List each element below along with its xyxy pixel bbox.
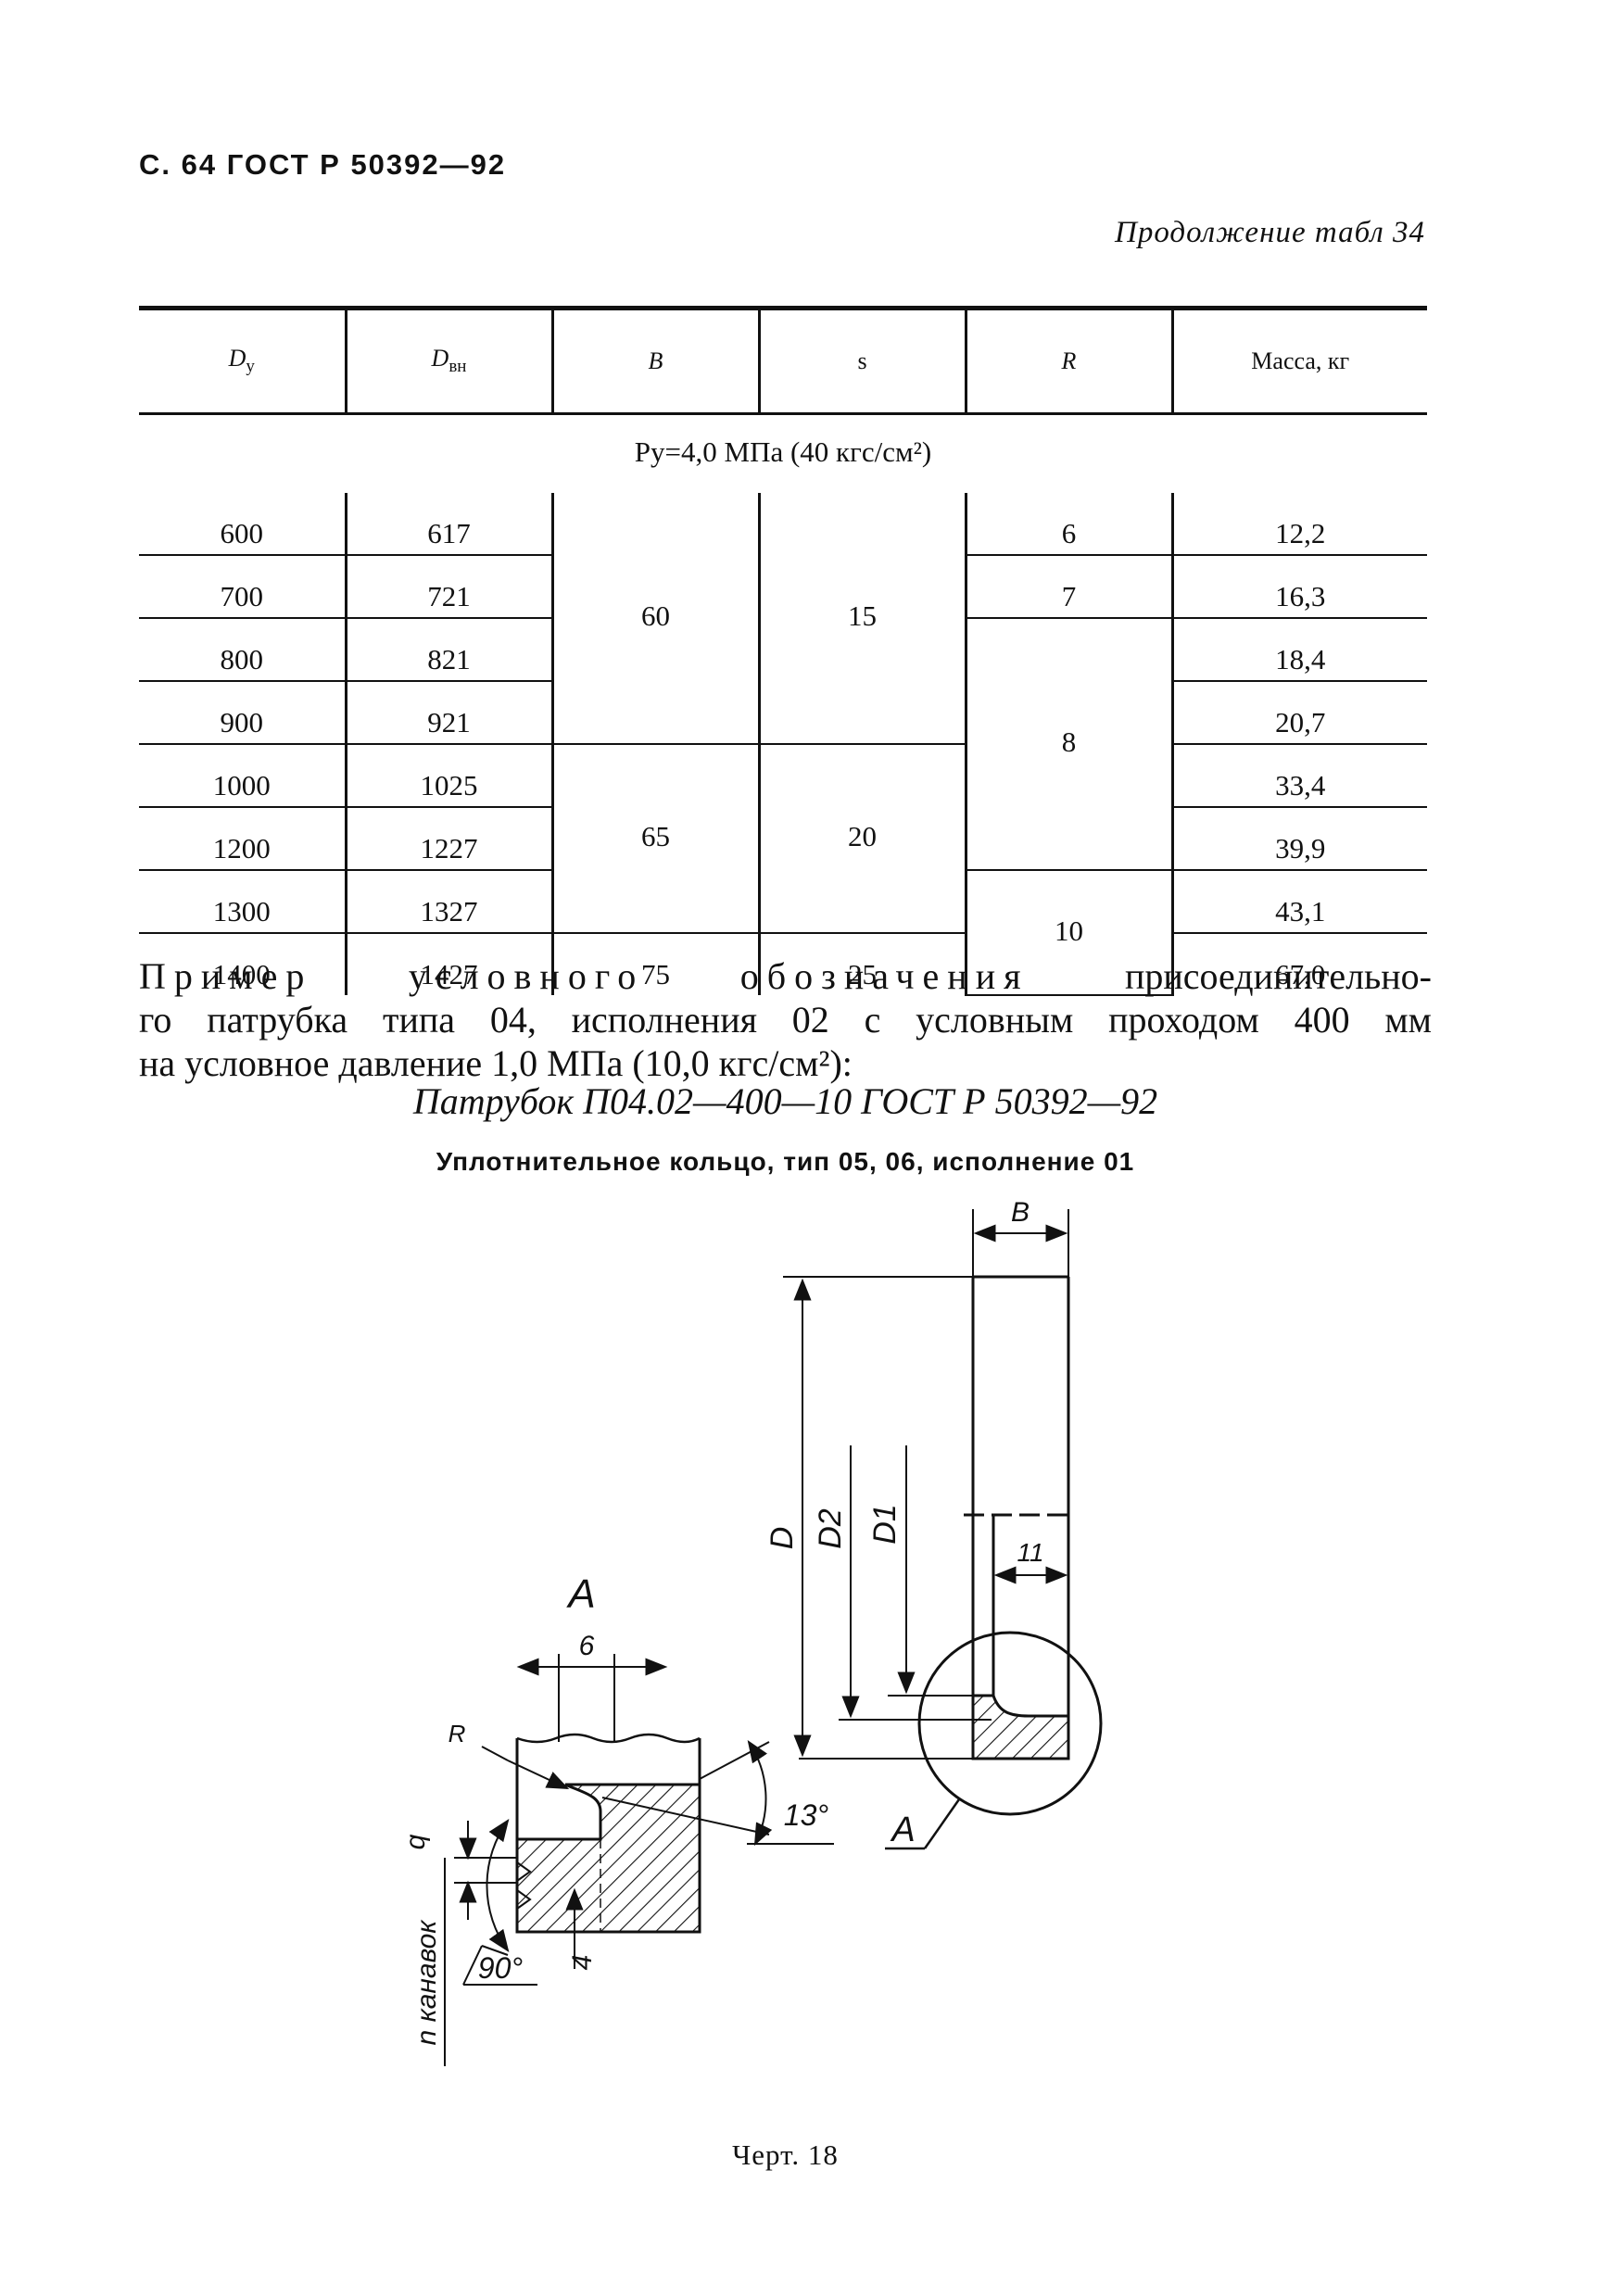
callout-leader (923, 1798, 961, 1849)
cell-dvn: 1327 (344, 870, 552, 934)
cell-dy: 1300 (139, 870, 346, 934)
cell-r: 7 (964, 555, 1172, 619)
cell-mass: 67,0 (1170, 933, 1427, 995)
label-angle-90: 90° (478, 1951, 524, 1985)
dimensions-table: Dу Dвн B s R Масса, кг Pу=4,0 МПа (40 кг… (139, 306, 1427, 996)
table-row: 1300 1327 10 43,1 (139, 870, 1427, 996)
drawing-subtitle: Уплотнительное кольцо, тип 05, 06, испол… (436, 1147, 1135, 1176)
cell-dvn: 617 (344, 493, 552, 556)
detail-callout-circle (917, 1631, 1103, 1816)
drawing-caption: Черт. 18 (732, 2138, 839, 2171)
cell-r: 10 (964, 870, 1172, 996)
cell-dy: 900 (139, 681, 346, 745)
cell-dvn: 1227 (344, 807, 552, 871)
table-row: 900 921 20,7 (139, 681, 1427, 745)
table-header-row: Dу Dвн B s R Масса, кг (139, 306, 1427, 415)
designation-example: Патрубок П04.02—400—10 ГОСТ Р 50392—92 (412, 1080, 1158, 1122)
table-row: 1000 1025 65 20 33,4 (139, 744, 1427, 934)
cell-mass: 16,3 (1170, 555, 1427, 619)
cell-mass: 20,7 (1170, 681, 1427, 745)
cell-dvn: 821 (344, 618, 552, 682)
header-r: R (964, 306, 1172, 415)
table-row: 1200 1227 39,9 (139, 807, 1427, 871)
example-paragraph: Пример условного обозначения присоединит… (139, 954, 1432, 1085)
dimension-lines (793, 1224, 1068, 1758)
label-b: B (1011, 1197, 1030, 1228)
cell-mass: 39,9 (1170, 807, 1427, 871)
cell-dvn: 921 (344, 681, 552, 745)
table-row: 1400 1427 75 25 67,0 (139, 933, 1427, 995)
pressure-label: Pу=4,0 МПа (40 кгс/см²) (634, 435, 932, 468)
cell-dy: 800 (139, 618, 346, 682)
table-row: 800 821 8 18,4 (139, 618, 1427, 871)
cell-s: 15 (757, 493, 966, 745)
example-line-3: на условное давление 1,0 МПа (10,0 кгс/с… (139, 1042, 853, 1084)
cell-mass: 12,2 (1170, 493, 1427, 556)
cell-b: 60 (550, 493, 759, 745)
table-row: 700 721 7 16,3 (139, 555, 1427, 619)
example-line-1: Пример условного обозначения присоединит… (139, 955, 1432, 997)
cell-mass: 33,4 (1170, 744, 1427, 808)
cell-r: 8 (964, 618, 1172, 871)
cell-dy: 1000 (139, 744, 346, 808)
header-dvn: Dвн (344, 306, 552, 415)
page-header: С. 64 ГОСТ Р 50392—92 (139, 148, 507, 181)
label-r: R (448, 1720, 466, 1747)
ring-section (964, 1275, 1070, 1760)
cell-mass: 43,1 (1170, 870, 1427, 934)
cell-b: 75 (550, 933, 759, 995)
label-angle-13: 13° (784, 1798, 829, 1832)
cell-dy: 1200 (139, 807, 346, 871)
label-four: 4 (567, 1955, 598, 1971)
pressure-row: Pу=4,0 МПа (40 кгс/см²) (139, 414, 1427, 494)
cell-dvn: 1025 (344, 744, 552, 808)
cell-dy: 1400 (212, 958, 271, 990)
cell-dy: 700 (139, 555, 346, 619)
header-mass: Масса, кг (1170, 306, 1427, 415)
cell-s: 25 (757, 933, 966, 995)
label-d2: D2 (813, 1508, 848, 1549)
label-q: q (400, 1834, 431, 1849)
view-label-a: A (565, 1571, 595, 1617)
ring-profile-hatched (971, 1694, 1070, 1760)
detail-dimensions (444, 1740, 834, 2066)
cell-dvn: 721 (344, 555, 552, 619)
cell-dy: 600 (139, 493, 346, 556)
label-six: 6 (579, 1631, 595, 1661)
extension-lines (783, 1209, 1069, 1760)
label-n-grooves: n канавок (411, 1919, 442, 2046)
example-line-2: го патрубка типа 04, исполнения 02 с усл… (139, 999, 1432, 1041)
callout-label-a: A (890, 1810, 915, 1849)
cell-dvn: 1427 (344, 933, 552, 995)
cell-s: 20 (757, 744, 966, 934)
header-dy: Dу (139, 306, 346, 415)
cell-r: 6 (964, 493, 1172, 556)
label-d: D (764, 1527, 800, 1550)
header-b: B (550, 306, 759, 415)
cell-b: 65 (550, 744, 759, 934)
label-eleven: 11 (1017, 1538, 1043, 1567)
header-s: s (757, 306, 966, 415)
table-continuation-label: Продолжение табл 34 (1115, 216, 1425, 249)
table-row: 600 617 60 15 6 12,2 (139, 493, 1427, 745)
label-d1: D1 (867, 1504, 903, 1544)
detail-section (515, 1733, 701, 1934)
cell-mass: 18,4 (1170, 618, 1427, 682)
dim-six (516, 1654, 668, 1742)
